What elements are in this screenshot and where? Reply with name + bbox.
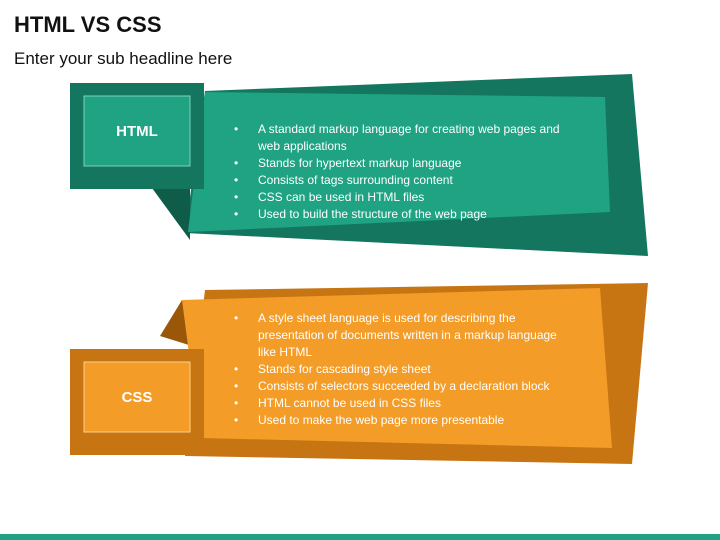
- css-label-inner: [83, 361, 191, 433]
- bullet-item: CSS can be used in HTML files: [232, 189, 582, 206]
- page-title: HTML VS CSS: [14, 12, 162, 37]
- html-label: HTML: [116, 122, 158, 140]
- bottom-accent-bar: [0, 534, 720, 540]
- bullet-item: Stands for hypertext markup language: [232, 155, 582, 172]
- bullet-item: Used to build the structure of the web p…: [232, 206, 582, 223]
- bullet-item: Stands for cascading style sheet: [232, 361, 572, 378]
- bullet-item: HTML cannot be used in CSS files: [232, 395, 572, 412]
- bullet-item: A standard markup language for creating …: [232, 121, 582, 155]
- page-subtitle: Enter your sub headline here: [14, 49, 233, 68]
- bullet-item: Used to make the web page more presentab…: [232, 412, 572, 429]
- css-bullet-list: A style sheet language is used for descr…: [232, 310, 572, 429]
- html-label-inner: [83, 95, 191, 167]
- css-label: CSS: [121, 388, 153, 406]
- bullet-item: A style sheet language is used for descr…: [232, 310, 572, 361]
- bullet-item: Consists of tags surrounding content: [232, 172, 582, 189]
- bullet-item: Consists of selectors succeeded by a dec…: [232, 378, 572, 395]
- html-bullet-list: A standard markup language for creating …: [232, 121, 582, 223]
- html-card-fold: [152, 188, 190, 240]
